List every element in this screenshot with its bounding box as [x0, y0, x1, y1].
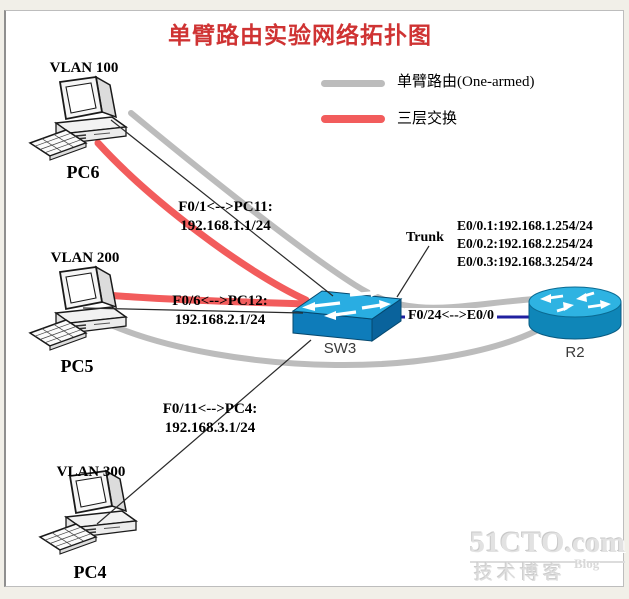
- link-pc4-port: F0/11<-->PC4:: [162, 401, 258, 417]
- link-label-pc6: F0/1<-->PC11: 192.168.1.1/24: [148, 198, 303, 236]
- one-armed-path-lower: [108, 322, 539, 369]
- link-label-pc5: F0/6<-->PC12: 192.168.2.1/24: [145, 292, 295, 330]
- pc4-vlan-label: VLAN 300: [56, 464, 126, 480]
- link-pc4-ip: 192.168.3.1/24: [164, 420, 256, 436]
- link-pc6-ip: 192.168.1.1/24: [180, 218, 271, 234]
- link-pc5-ip: 192.168.2.1/24: [174, 312, 266, 328]
- cable-pc5-sw3: [82, 307, 304, 314]
- pc6-name-label: PC6: [66, 162, 100, 182]
- switch-arrow: [349, 291, 372, 297]
- legend-one-armed-line: [321, 80, 385, 87]
- pc6-icon: [29, 76, 127, 161]
- trunk-label: Trunk: [406, 230, 444, 245]
- pc4-name-label: PC4: [73, 562, 107, 582]
- subif-1: E0/0.1:192.168.1.254/24: [457, 218, 593, 233]
- trunk-leader-line: [396, 245, 430, 298]
- link-pc5-port: F0/6<-->PC12:: [172, 293, 268, 309]
- pc6-vlan-label: VLAN 100: [49, 60, 119, 76]
- watermark-caption: 技术博客: [474, 563, 567, 584]
- cable-pc4-sw3: [96, 339, 312, 525]
- pc4-icon: [39, 470, 137, 555]
- legend-one-armed-label: 单臂路由(One-armed): [397, 74, 535, 90]
- r2-name-label: R2: [565, 344, 585, 361]
- link-label-sw3-r2: F0/24<-->E0/0: [405, 308, 497, 324]
- watermark-blog: Blog: [574, 556, 600, 571]
- sw3-name-label: SW3: [323, 340, 357, 357]
- router-subinterfaces: E0/0.1:192.168.1.254/24 E0/0.2:192.168.2…: [457, 217, 593, 271]
- watermark-site: 51CTO.com: [470, 526, 626, 563]
- subif-2: E0/0.2:192.168.2.254/24: [457, 236, 593, 251]
- one-armed-path-upper: [128, 110, 537, 311]
- legend-layer3-label: 三层交换: [397, 111, 458, 127]
- switch-arrow: [333, 310, 357, 317]
- layer3-path-pc5: [103, 291, 310, 308]
- switch-arrow: [361, 303, 382, 310]
- router-icon: [528, 286, 622, 340]
- legend-layer3-line: [321, 115, 385, 123]
- switch-arrow: [313, 301, 341, 308]
- cable-pc6-sw3: [110, 119, 334, 297]
- layer3-path-pc6: [94, 139, 310, 304]
- pc5-vlan-label: VLAN 200: [50, 250, 120, 266]
- subif-3: E0/0.3:192.168.3.254/24: [457, 254, 593, 269]
- router-arrow: [587, 303, 603, 309]
- switch-icon: [291, 288, 403, 342]
- link-label-pc4: F0/11<-->PC4: 192.168.3.1/24: [135, 400, 285, 438]
- pc5-name-label: PC5: [60, 356, 94, 376]
- page-title: 单臂路由实验网络拓扑图: [168, 23, 432, 48]
- router-arrow: [548, 294, 564, 300]
- link-pc6-port: F0/1<-->PC11:: [178, 199, 273, 215]
